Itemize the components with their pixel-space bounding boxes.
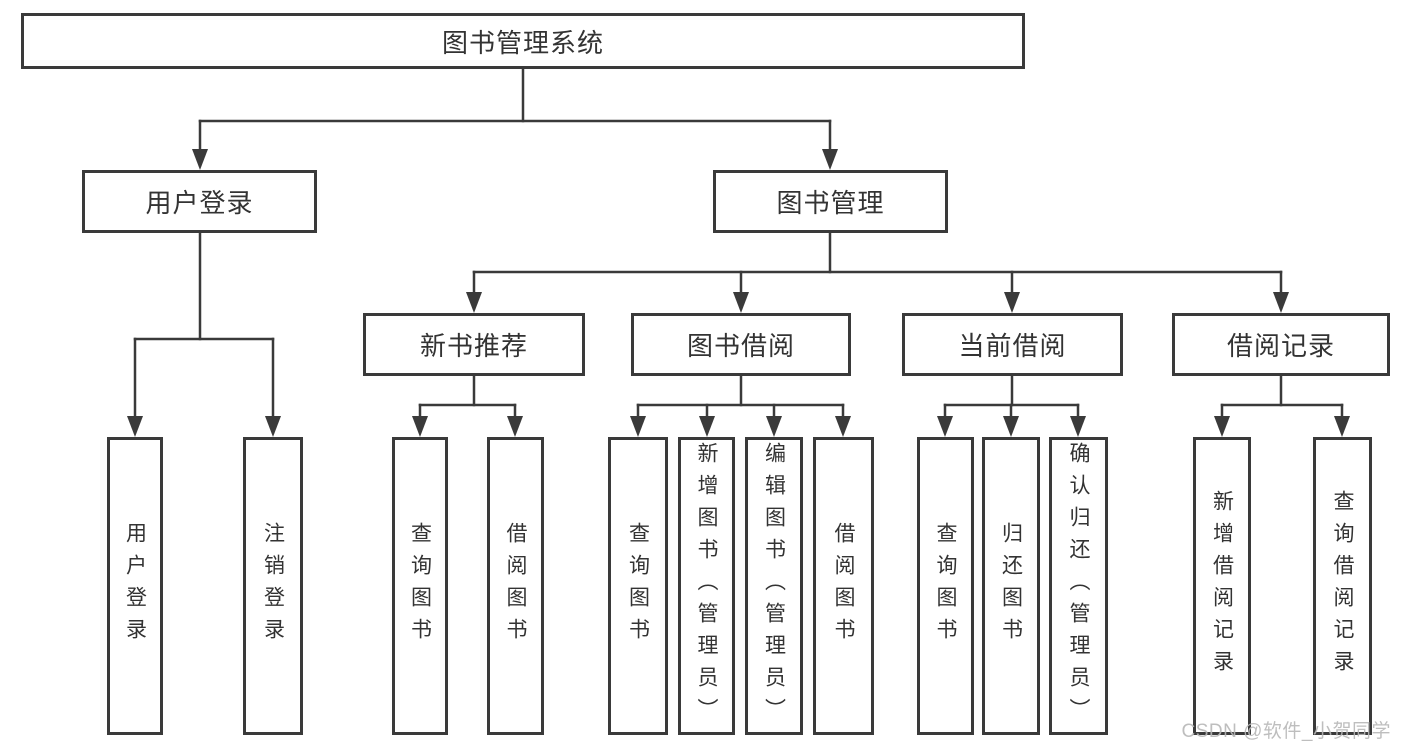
node-records-add-record: 新增借阅记录 bbox=[1193, 437, 1251, 735]
node-label: 图书管理系统 bbox=[441, 27, 604, 58]
node-borrowing-borrow-books: 借阅图书 bbox=[813, 437, 874, 735]
node-label: 确认归还（管理员） bbox=[1067, 442, 1090, 730]
node-label: 新书推荐 bbox=[419, 331, 528, 361]
node-borrowing-records: 借阅记录 bbox=[1172, 313, 1390, 376]
node-label: 归还图书 bbox=[999, 522, 1023, 650]
node-root: 图书管理系统 bbox=[21, 13, 1025, 69]
node-label: 查询借阅记录 bbox=[1331, 490, 1354, 682]
node-book-borrowing: 图书借阅 bbox=[631, 313, 851, 376]
node-new-book-recommend: 新书推荐 bbox=[363, 313, 585, 376]
node-recommend-query-books: 查询图书 bbox=[392, 437, 448, 735]
node-label: 新增借阅记录 bbox=[1210, 490, 1234, 682]
node-label: 新增图书（管理员） bbox=[695, 442, 718, 730]
node-label: 借阅图书 bbox=[832, 522, 855, 650]
node-logout: 注销登录 bbox=[243, 437, 303, 735]
node-book-management: 图书管理 bbox=[713, 170, 948, 233]
node-current-borrowing: 当前借阅 bbox=[902, 313, 1123, 376]
node-label: 图书管理 bbox=[776, 188, 885, 218]
node-label: 注销登录 bbox=[261, 522, 285, 650]
node-borrowing-edit-books: 编辑图书（管理员） bbox=[745, 437, 803, 735]
node-label: 图书借阅 bbox=[686, 331, 795, 361]
node-label: 当前借阅 bbox=[958, 331, 1067, 361]
node-borrowing-query-books: 查询图书 bbox=[608, 437, 668, 735]
node-login: 用户登录 bbox=[107, 437, 163, 735]
node-label: 用户登录 bbox=[123, 522, 147, 650]
node-current-return-books: 归还图书 bbox=[982, 437, 1040, 735]
node-label: 查询图书 bbox=[934, 522, 957, 650]
node-label: 用户登录 bbox=[145, 188, 254, 218]
node-label: 查询图书 bbox=[626, 522, 650, 650]
node-current-query-books: 查询图书 bbox=[917, 437, 974, 735]
node-label: 借阅图书 bbox=[504, 522, 527, 650]
node-label: 借阅记录 bbox=[1226, 331, 1335, 361]
watermark-text: CSDN @软件_小贺同学 bbox=[1181, 721, 1391, 742]
node-user-login: 用户登录 bbox=[82, 170, 317, 233]
node-borrowing-add-books: 新增图书（管理员） bbox=[678, 437, 735, 735]
node-records-query-record: 查询借阅记录 bbox=[1313, 437, 1372, 735]
node-label: 查询图书 bbox=[408, 522, 432, 650]
node-current-confirm-return: 确认归还（管理员） bbox=[1049, 437, 1108, 735]
node-recommend-borrow-books: 借阅图书 bbox=[487, 437, 544, 735]
node-label: 编辑图书（管理员） bbox=[762, 442, 786, 730]
